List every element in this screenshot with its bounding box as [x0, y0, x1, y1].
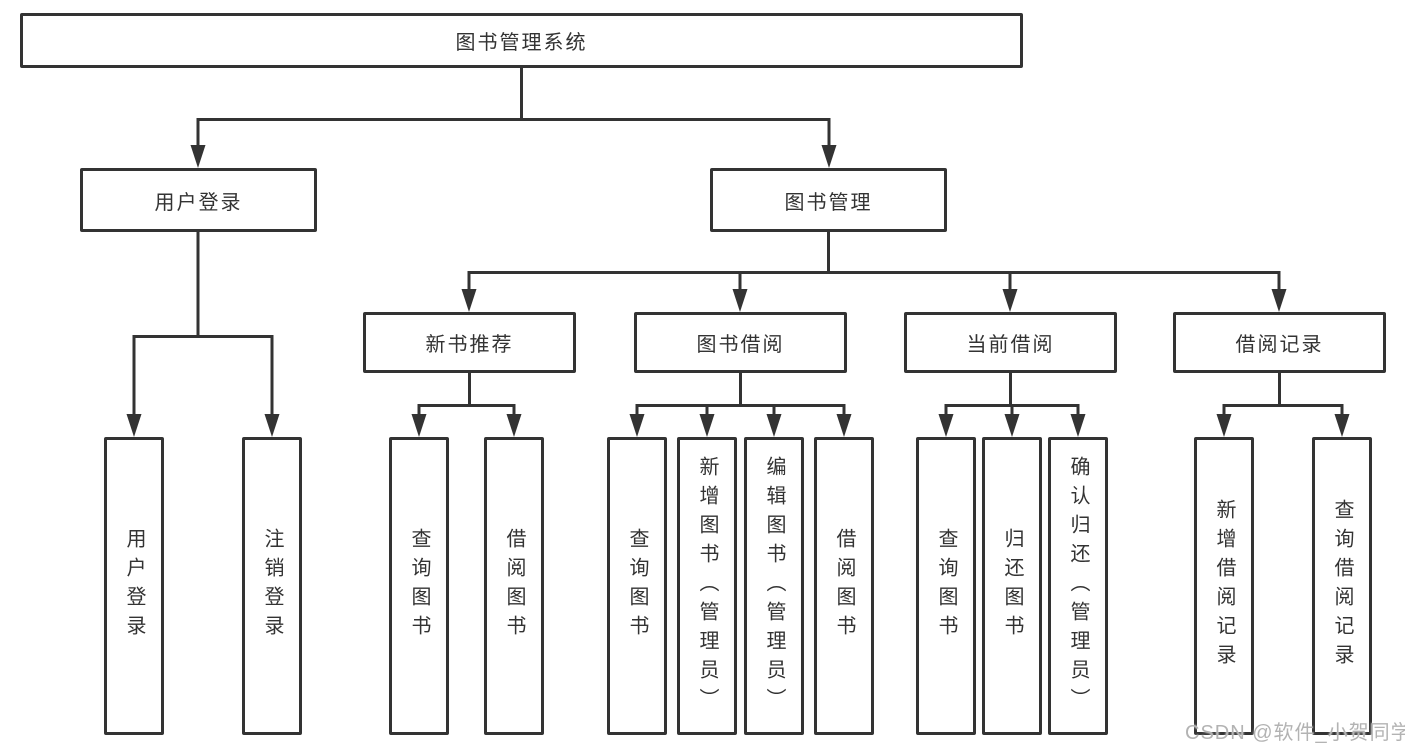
- leaf-confirm-return-admin: 确认归还（管理员）: [1048, 437, 1108, 735]
- arrowhead-icon: [1334, 414, 1350, 437]
- arrowhead-icon: [411, 414, 427, 437]
- leaf-label: 借阅图书: [503, 528, 525, 644]
- leaf-label: 编辑图书（管理员）: [763, 455, 785, 717]
- node-label: 当前借阅: [966, 334, 1055, 356]
- connector-borrowing-to-leaves: [635, 373, 846, 419]
- arrowhead-icon: [821, 145, 837, 168]
- node-label: 图书管理: [784, 191, 873, 214]
- node-label: 图书借阅: [696, 334, 785, 356]
- arrowhead-icon: [629, 414, 645, 437]
- node-user-login-branch: 用户登录: [80, 168, 317, 232]
- leaf-logout: 注销登录: [242, 437, 302, 735]
- connector-current-to-leaves: [944, 373, 1080, 419]
- node-root-system: 图书管理系统: [20, 13, 1023, 68]
- arrowhead-icon: [1004, 414, 1020, 437]
- node-book-borrowing: 图书借阅: [634, 312, 847, 373]
- node-new-book-recommend: 新书推荐: [363, 312, 576, 373]
- arrowhead-icon: [766, 414, 782, 437]
- leaf-label: 查询图书: [935, 528, 957, 644]
- leaf-label: 查询借阅记录: [1331, 499, 1353, 673]
- leaf-add-borrow-record: 新增借阅记录: [1194, 437, 1254, 735]
- arrowhead-icon: [699, 414, 715, 437]
- leaf-label: 确认归还（管理员）: [1067, 455, 1089, 717]
- leaf-label: 借阅图书: [833, 528, 855, 644]
- leaf-label: 归还图书: [1001, 528, 1023, 644]
- arrowhead-icon: [1070, 414, 1086, 437]
- node-label: 借阅记录: [1235, 334, 1324, 356]
- arrowhead-icon: [461, 289, 477, 312]
- node-label: 图书管理系统: [455, 32, 588, 54]
- leaf-borrow-books-2: 借阅图书: [814, 437, 874, 735]
- leaf-label: 查询图书: [626, 528, 648, 644]
- leaf-query-borrow-record: 查询借阅记录: [1312, 437, 1372, 735]
- arrowhead-icon: [506, 414, 522, 437]
- leaf-label: 新增借阅记录: [1213, 499, 1235, 673]
- arrowhead-icon: [836, 414, 852, 437]
- leaf-label: 注销登录: [261, 528, 283, 644]
- arrowhead-icon: [190, 145, 206, 168]
- leaf-user-login: 用户登录: [104, 437, 164, 735]
- arrowhead-icon: [938, 414, 954, 437]
- leaf-query-books-1: 查询图书: [389, 437, 449, 735]
- node-label: 用户登录: [154, 191, 243, 214]
- leaf-add-books-admin: 新增图书（管理员）: [677, 437, 737, 735]
- node-current-borrowing: 当前借阅: [904, 312, 1117, 373]
- arrowhead-icon: [264, 414, 280, 437]
- connector-root-to-level2: [196, 68, 831, 150]
- connector-bookmgmt-to-level3: [467, 232, 1281, 294]
- arrowhead-icon: [126, 414, 142, 437]
- arrowhead-icon: [1002, 289, 1018, 312]
- node-book-management-branch: 图书管理: [710, 168, 947, 232]
- csdn-watermark: CSDN @软件_小贺同学: [1185, 722, 1405, 744]
- arrowhead-icon: [1216, 414, 1232, 437]
- leaf-borrow-books-1: 借阅图书: [484, 437, 544, 735]
- leaf-return-books: 归还图书: [982, 437, 1042, 735]
- arrowhead-icon: [732, 289, 748, 312]
- leaf-edit-books-admin: 编辑图书（管理员）: [744, 437, 804, 735]
- leaf-label: 查询图书: [408, 528, 430, 644]
- connector-newbooks-to-leaves: [417, 373, 516, 419]
- leaf-query-books-2: 查询图书: [607, 437, 667, 735]
- leaf-query-books-3: 查询图书: [916, 437, 976, 735]
- connector-records-to-leaves: [1222, 373, 1344, 419]
- node-label: 新书推荐: [425, 334, 514, 356]
- leaf-label: 新增图书（管理员）: [696, 455, 718, 717]
- arrowhead-icon: [1271, 289, 1287, 312]
- leaf-label: 用户登录: [123, 528, 145, 644]
- node-borrowing-records: 借阅记录: [1173, 312, 1386, 373]
- connector-userlogin-to-leaves: [132, 232, 274, 419]
